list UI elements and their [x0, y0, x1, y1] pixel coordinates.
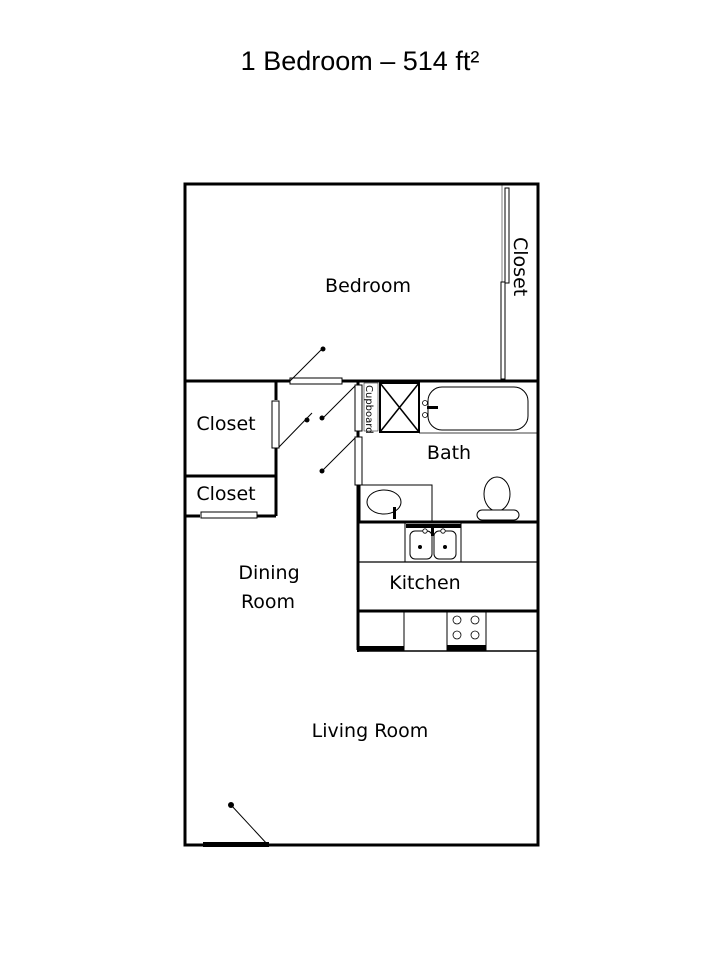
- closet-1-label: Closet: [196, 413, 255, 435]
- kitchen-label: Kitchen: [389, 572, 460, 594]
- door-knob-icon: [304, 417, 310, 423]
- bedroom-door[interactable]: [289, 377, 343, 385]
- cupboard-label: Cupboard: [363, 385, 374, 434]
- door-knob-icon: [228, 802, 234, 808]
- door-knob-icon: [320, 346, 326, 352]
- closet-2-label: Closet: [196, 483, 255, 505]
- closet-slider-1[interactable]: [504, 187, 510, 284]
- kitchen-sink-icon: [409, 530, 433, 560]
- sink-icon: [366, 489, 402, 515]
- cupboard-door[interactable]: [354, 384, 363, 432]
- plan-title: 1 Bedroom – 514 ft²: [240, 46, 480, 76]
- toilet-icon: [483, 476, 511, 512]
- bath-label: Bath: [427, 442, 471, 464]
- closet-2-door[interactable]: [200, 511, 258, 519]
- closet-1-door[interactable]: [271, 400, 280, 449]
- bedroom-label: Bedroom: [325, 275, 411, 297]
- door-knob-icon: [319, 468, 325, 474]
- bedroom-closet-label: Closet: [509, 237, 531, 296]
- entry-door[interactable]: [203, 842, 269, 847]
- dining-label-1: Dining: [238, 562, 299, 584]
- door-knob-icon: [319, 415, 325, 421]
- bath-door[interactable]: [354, 436, 363, 486]
- bathtub-icon: [427, 386, 529, 431]
- living-room-label: Living Room: [312, 720, 429, 742]
- closet-slider-2[interactable]: [500, 281, 506, 380]
- bedroom-door-swing: [289, 347, 324, 382]
- linen-box: [379, 382, 420, 433]
- stove-icon: [452, 615, 480, 640]
- dining-label-2: Room: [241, 591, 295, 613]
